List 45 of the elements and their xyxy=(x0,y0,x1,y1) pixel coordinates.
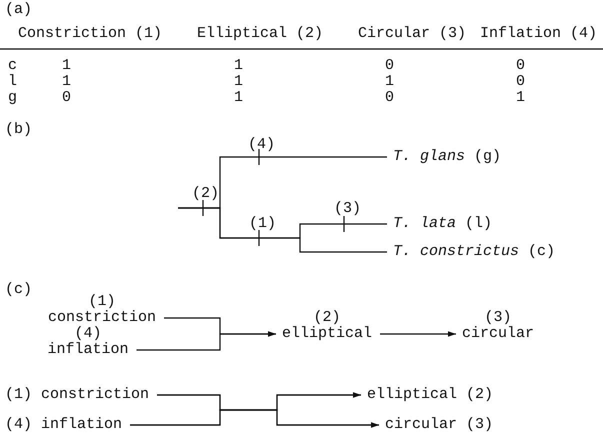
table-value: 0 xyxy=(62,90,72,106)
panel-letter: (b) xyxy=(5,122,32,138)
table-value: 0 xyxy=(385,58,394,74)
arrow xyxy=(136,331,276,351)
character-number: (2) xyxy=(192,186,220,202)
character-number: (1) xyxy=(249,216,276,232)
character-term: constriction xyxy=(48,310,156,326)
character-term: inflation xyxy=(47,342,128,358)
table-value: 1 xyxy=(234,58,244,74)
step-number: (1) xyxy=(87,294,116,310)
character-number: (4) xyxy=(248,137,276,153)
column-header: Inflation (4) xyxy=(480,26,598,42)
table-value: 1 xyxy=(516,90,526,106)
table-value: 1 xyxy=(385,74,394,90)
tree-branch xyxy=(178,207,387,253)
step-number: (2) xyxy=(312,310,342,326)
table-value: 1 xyxy=(234,90,244,106)
row-header: c xyxy=(8,58,18,74)
arrow xyxy=(130,409,379,428)
table-value: 1 xyxy=(234,74,244,90)
species-name: T. lata (l) xyxy=(393,216,492,232)
table-value: 1 xyxy=(62,74,72,90)
column-header: Elliptical (2) xyxy=(197,26,324,42)
table-value: 0 xyxy=(516,74,526,90)
character-term: circular xyxy=(462,326,534,342)
character-term: (4) inflation xyxy=(5,417,122,433)
table-value: 0 xyxy=(385,90,394,106)
step-number: (4) xyxy=(73,326,102,342)
species-name: T. constrictus (c) xyxy=(393,244,556,260)
panel-letter: (c) xyxy=(5,282,32,298)
character-term: (1) constriction xyxy=(5,387,150,403)
table-value: 1 xyxy=(62,58,72,74)
column-header: Constriction (1) xyxy=(18,26,162,42)
character-term: circular (3) xyxy=(385,417,494,433)
arrow xyxy=(379,331,456,337)
row-header: g xyxy=(8,90,18,106)
table-value: 0 xyxy=(516,58,526,74)
character-number: (3) xyxy=(334,201,362,217)
panel-letter: (a) xyxy=(5,2,32,18)
row-header: l xyxy=(8,74,18,90)
column-header: Circular (3) xyxy=(358,26,466,42)
character-term: elliptical xyxy=(282,326,372,342)
step-number: (3) xyxy=(483,310,512,326)
species-name: T. glans (g) xyxy=(393,149,502,165)
character-term: elliptical (2) xyxy=(367,387,494,403)
